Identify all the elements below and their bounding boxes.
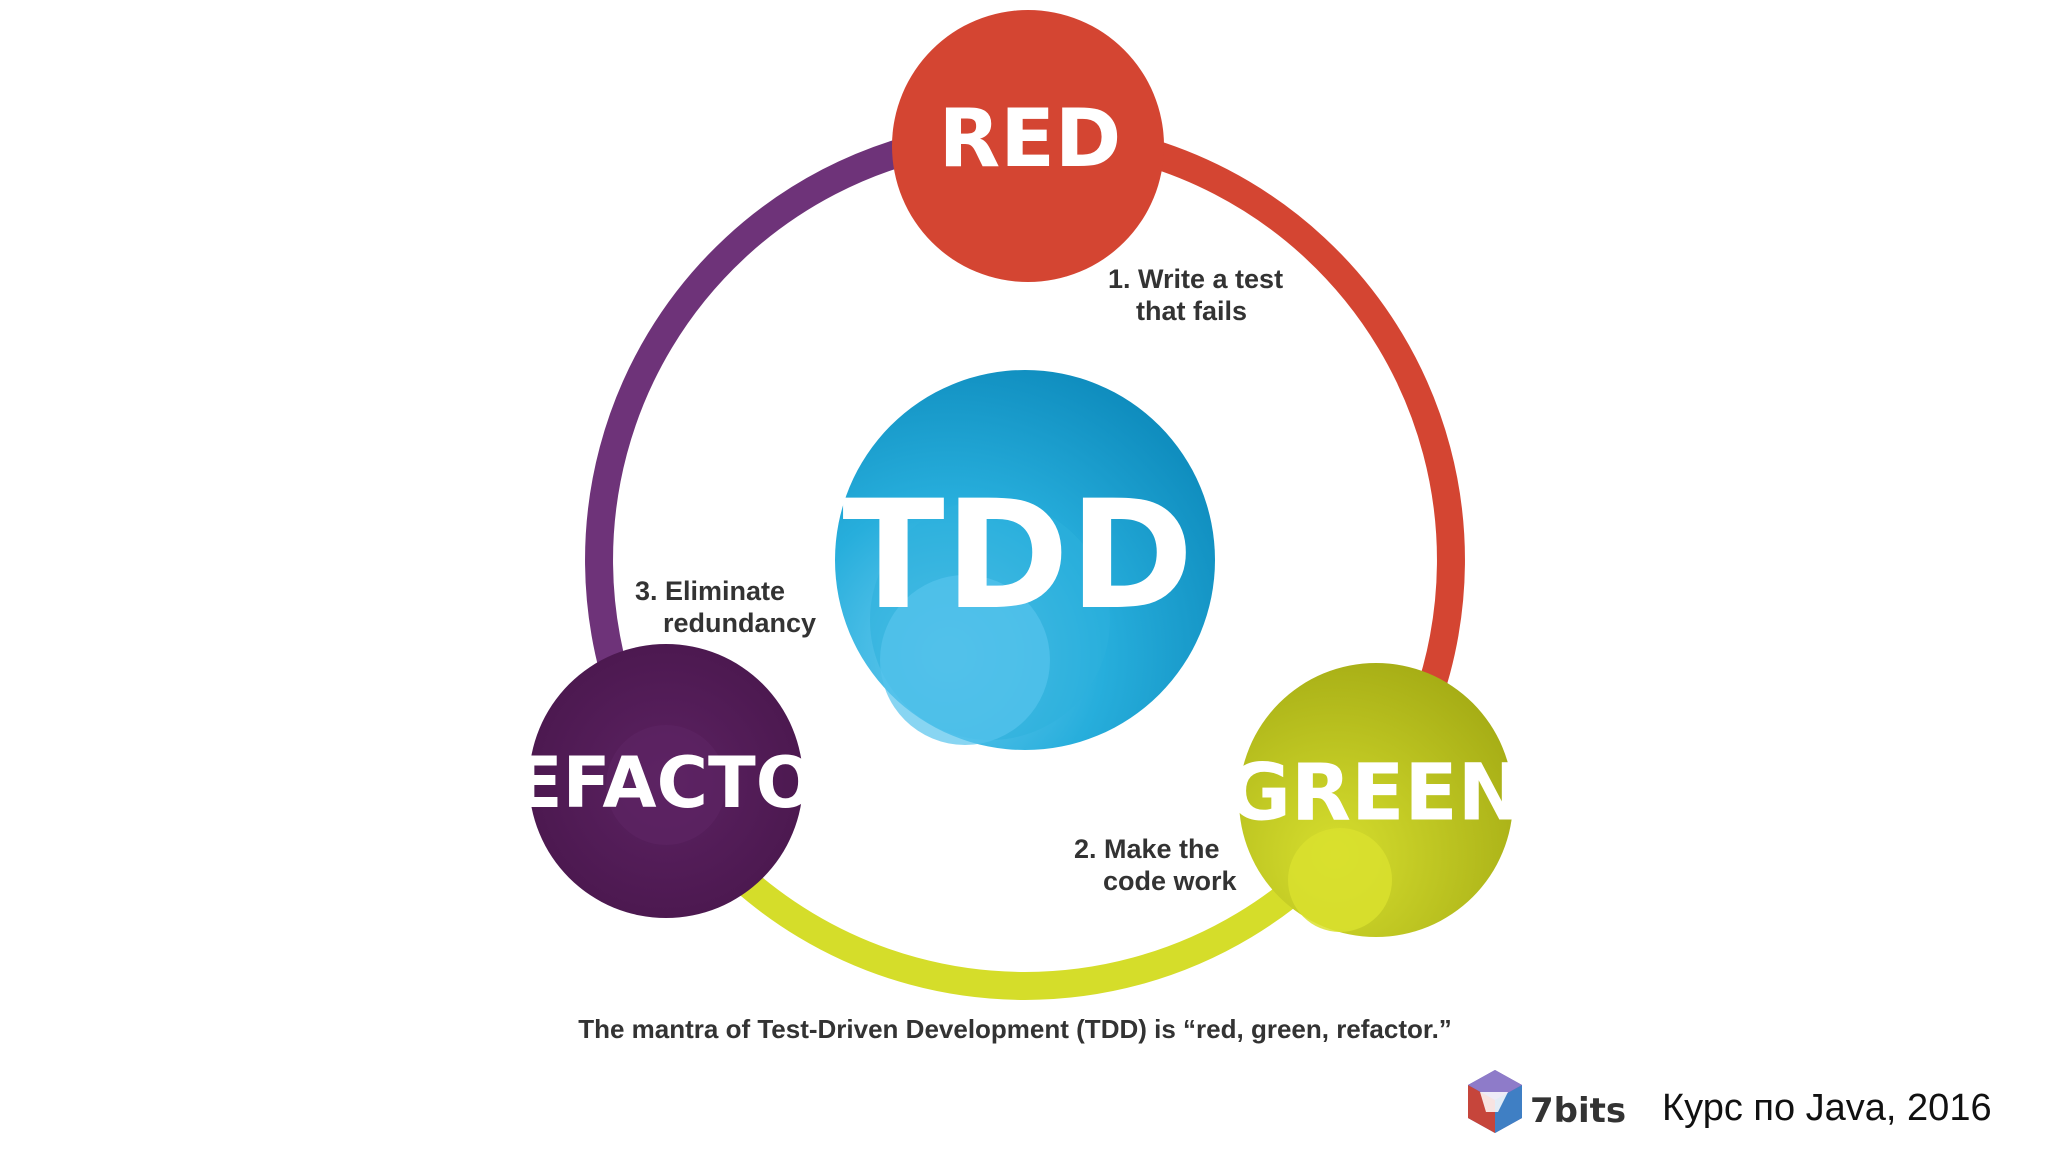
refactor-node: REFACTOR [461, 644, 869, 918]
footer-brand: 7bits [1530, 1091, 1626, 1131]
step-3-label: 3. Eliminate redundancy [635, 576, 816, 638]
tdd-center-node: TDD [835, 370, 1215, 750]
red-node: RED [892, 10, 1164, 282]
diagram-caption: The mantra of Test-Driven Development (T… [578, 1014, 1452, 1044]
tdd-center-label: TDD [842, 469, 1193, 643]
footer-course-text: Курс по Java, 2016 [1662, 1087, 1992, 1129]
green-node-label: GREEN [1227, 748, 1523, 838]
7bits-cube-logo-icon [1468, 1070, 1522, 1133]
red-node-label: RED [939, 92, 1122, 185]
arc-refactor-to-red [585, 120, 1039, 774]
refactor-node-label: REFACTOR [461, 742, 869, 824]
step-2-label: 2. Make the code work [1074, 834, 1238, 896]
step-1-label: 1. Write a test that fails [1108, 264, 1291, 326]
green-node: GREEN [1227, 663, 1523, 937]
